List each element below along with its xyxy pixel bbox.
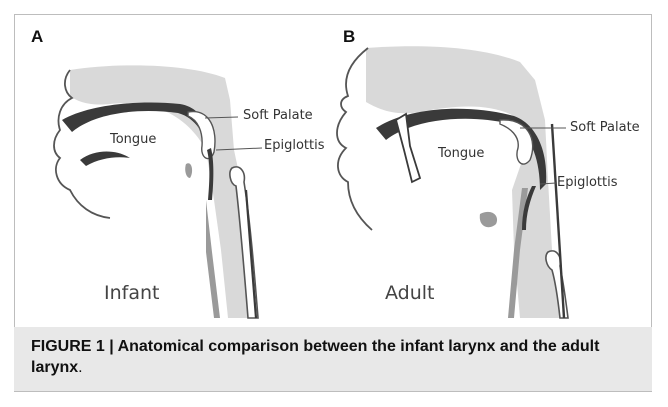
infant-epiglottis-label: Epiglottis: [264, 138, 324, 153]
adult-airway: [366, 46, 560, 318]
adult-tongue-label: Tongue: [438, 146, 484, 161]
adult-soft-palate-label: Soft Palate: [570, 120, 640, 135]
adult-head-diagram: [337, 46, 568, 318]
adult-caption: Adult: [385, 282, 435, 304]
figure-caption-period: .: [78, 359, 82, 376]
panel-b-letter: B: [343, 27, 355, 47]
infant-hyoid: [185, 163, 192, 178]
figure-caption: FIGURE 1 | Anatomical comparison between…: [31, 336, 636, 378]
adult-hyoid: [480, 212, 497, 227]
infant-head-diagram: [54, 65, 262, 318]
panel-a-letter: A: [31, 27, 43, 47]
adult-epiglottis-label: Epiglottis: [557, 175, 617, 190]
infant-jaw: [80, 152, 130, 167]
figure-caption-text: FIGURE 1 | Anatomical comparison between…: [31, 338, 599, 376]
infant-soft-palate-label: Soft Palate: [243, 108, 313, 123]
infant-tongue-label: Tongue: [110, 132, 156, 147]
figure-caption-area: FIGURE 1 | Anatomical comparison between…: [14, 327, 652, 391]
infant-caption: Infant: [104, 282, 159, 304]
